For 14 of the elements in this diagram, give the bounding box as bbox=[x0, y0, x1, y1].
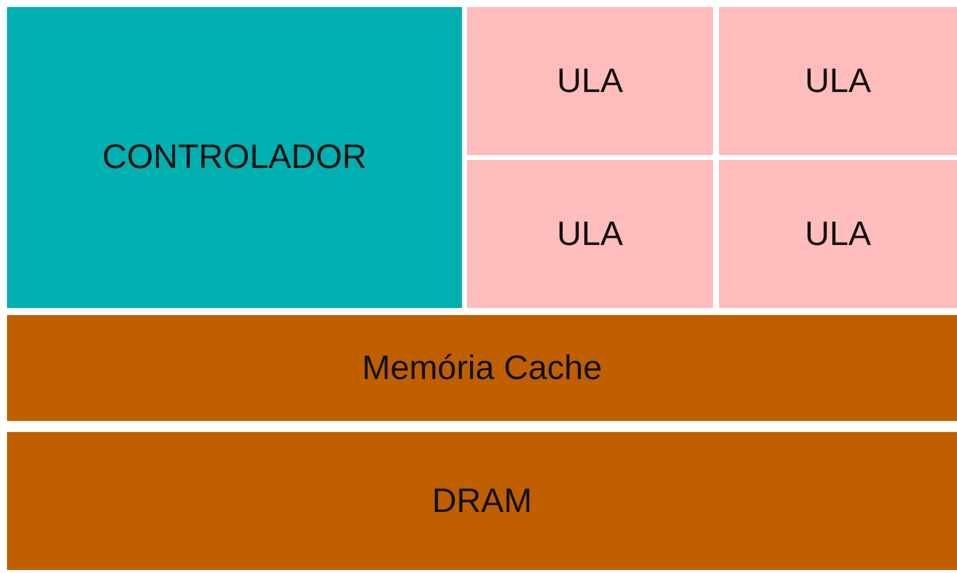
block-label: ULA bbox=[556, 62, 624, 100]
block-label: Memória Cache bbox=[362, 348, 602, 388]
alu-block bbox=[719, 7, 957, 155]
alu-block bbox=[719, 160, 957, 308]
block-label: ULA bbox=[556, 214, 624, 254]
block-label: CONTROLADOR bbox=[102, 138, 367, 177]
controller-block bbox=[7, 7, 462, 308]
block-label: DRAM bbox=[432, 482, 532, 520]
block-label: ULA bbox=[804, 214, 872, 254]
alu-block bbox=[467, 7, 713, 155]
cache-memory-block bbox=[7, 315, 957, 421]
alu-block bbox=[467, 160, 713, 308]
block-label: ULA bbox=[804, 62, 872, 100]
dram-block bbox=[7, 432, 957, 570]
